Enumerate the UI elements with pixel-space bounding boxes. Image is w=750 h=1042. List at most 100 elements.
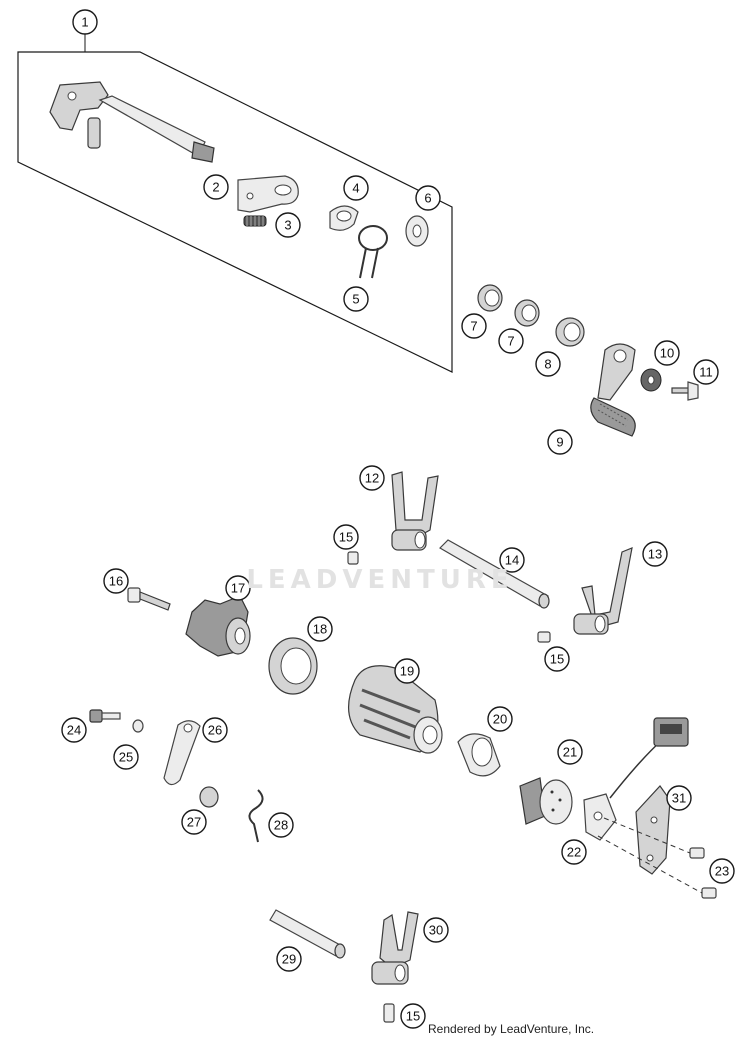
callout-13: 13: [642, 541, 668, 567]
callout-22: 22: [561, 839, 587, 865]
callout-8: 8: [535, 351, 561, 377]
callout-18-label: 18: [313, 622, 327, 637]
part-shift-fork-lower: [371, 911, 419, 985]
callout-20: 20: [487, 706, 513, 732]
callout-27-label: 27: [187, 815, 201, 830]
part-washer-small: [132, 719, 144, 733]
callout-6: 6: [415, 185, 441, 211]
part-fork-rail-upper: [439, 539, 550, 609]
part-pin-a: [347, 551, 359, 565]
callout-29: 29: [276, 946, 302, 972]
callout-5: 5: [343, 286, 369, 312]
callout-11: 11: [693, 359, 719, 385]
callout-20-label: 20: [493, 712, 507, 727]
part-roller: [199, 786, 219, 808]
callout-15c-label: 15: [406, 1009, 420, 1024]
callout-21-label: 21: [563, 745, 577, 760]
callout-24-label: 24: [67, 723, 81, 738]
callout-3-label: 3: [284, 218, 291, 233]
callout-3: 3: [275, 212, 301, 238]
callout-25-label: 25: [119, 750, 133, 765]
part-bushing-b: [514, 299, 540, 327]
callout-15a: 15: [333, 524, 359, 550]
callout-26-label: 26: [208, 723, 222, 738]
callout-12: 12: [359, 465, 385, 491]
callout-7b: 7: [498, 328, 524, 354]
callout-2-label: 2: [212, 180, 219, 195]
callout-28: 28: [268, 812, 294, 838]
callout-7a-label: 7: [470, 319, 477, 334]
callout-14-label: 14: [505, 553, 519, 568]
part-bolt-drum: [127, 587, 171, 611]
callout-9-label: 9: [556, 435, 563, 450]
part-bolt-arm: [89, 709, 121, 723]
callout-26: 26: [202, 717, 228, 743]
callout-29-label: 29: [282, 952, 296, 967]
callout-21: 21: [557, 739, 583, 765]
callout-11-label: 11: [699, 365, 713, 380]
callout-7a: 7: [461, 313, 487, 339]
part-shift-lever: [590, 343, 636, 437]
callout-4: 4: [343, 175, 369, 201]
part-pin-c: [383, 1003, 395, 1023]
callout-25: 25: [113, 744, 139, 770]
part-shift-fork-right: [573, 547, 633, 635]
part-bushing-c: [555, 317, 585, 347]
callout-12-label: 12: [365, 471, 379, 486]
part-fork-rail-lower: [269, 909, 346, 959]
part-shift-fork-upper: [391, 471, 439, 551]
callout-31-label: 31: [672, 791, 686, 806]
callout-7b-label: 7: [507, 334, 514, 349]
part-washer-large: [405, 215, 429, 247]
callout-16: 16: [103, 568, 129, 594]
callout-27: 27: [181, 809, 207, 835]
credit-text: Rendered by LeadVenture, Inc.: [428, 1022, 595, 1036]
part-pin-b: [537, 631, 551, 643]
assembly-group-box: [17, 34, 453, 373]
part-return-spring: [358, 225, 388, 279]
callout-23: 23: [709, 858, 735, 884]
part-lever-spring: [248, 789, 264, 843]
part-sensor-rotor: [519, 777, 573, 825]
callout-19-label: 19: [400, 664, 414, 679]
callout-15b: 15: [544, 646, 570, 672]
part-screws: [597, 817, 717, 899]
callout-30: 30: [423, 917, 449, 943]
part-shift-shaft: [49, 81, 215, 163]
callout-14: 14: [499, 547, 525, 573]
callout-28-label: 28: [274, 818, 288, 833]
callout-1: 1: [72, 9, 98, 35]
callout-19: 19: [394, 658, 420, 684]
callout-24: 24: [61, 717, 87, 743]
callout-17-label: 17: [231, 581, 245, 596]
callout-15b-label: 15: [550, 652, 564, 667]
callout-9: 9: [547, 429, 573, 455]
callout-10: 10: [654, 340, 680, 366]
callout-15c: 15: [400, 1003, 426, 1029]
part-locking-lever: [163, 720, 201, 786]
part-sensor-cover: [635, 785, 671, 875]
callout-1-label: 1: [81, 15, 88, 30]
callout-16-label: 16: [109, 574, 123, 589]
callout-8-label: 8: [544, 357, 551, 372]
callout-6-label: 6: [424, 191, 431, 206]
part-bolt-lever: [671, 381, 699, 401]
callout-5-label: 5: [352, 292, 359, 307]
callout-15a-label: 15: [339, 530, 353, 545]
callout-31: 31: [666, 785, 692, 811]
callout-4-label: 4: [352, 181, 359, 196]
part-guide-plate: [237, 175, 299, 213]
part-spring-small: [243, 215, 267, 227]
callout-18: 18: [307, 616, 333, 642]
callout-10-label: 10: [660, 346, 674, 361]
part-nut: [640, 368, 662, 392]
callout-13-label: 13: [648, 547, 662, 562]
part-shift-drum: [348, 665, 443, 754]
part-shift-star: [185, 595, 251, 657]
callout-17: 17: [225, 575, 251, 601]
callout-22-label: 22: [567, 845, 581, 860]
part-gear-position-sensor: [583, 717, 689, 841]
part-clip: [329, 205, 359, 231]
callout-30-label: 30: [429, 923, 443, 938]
